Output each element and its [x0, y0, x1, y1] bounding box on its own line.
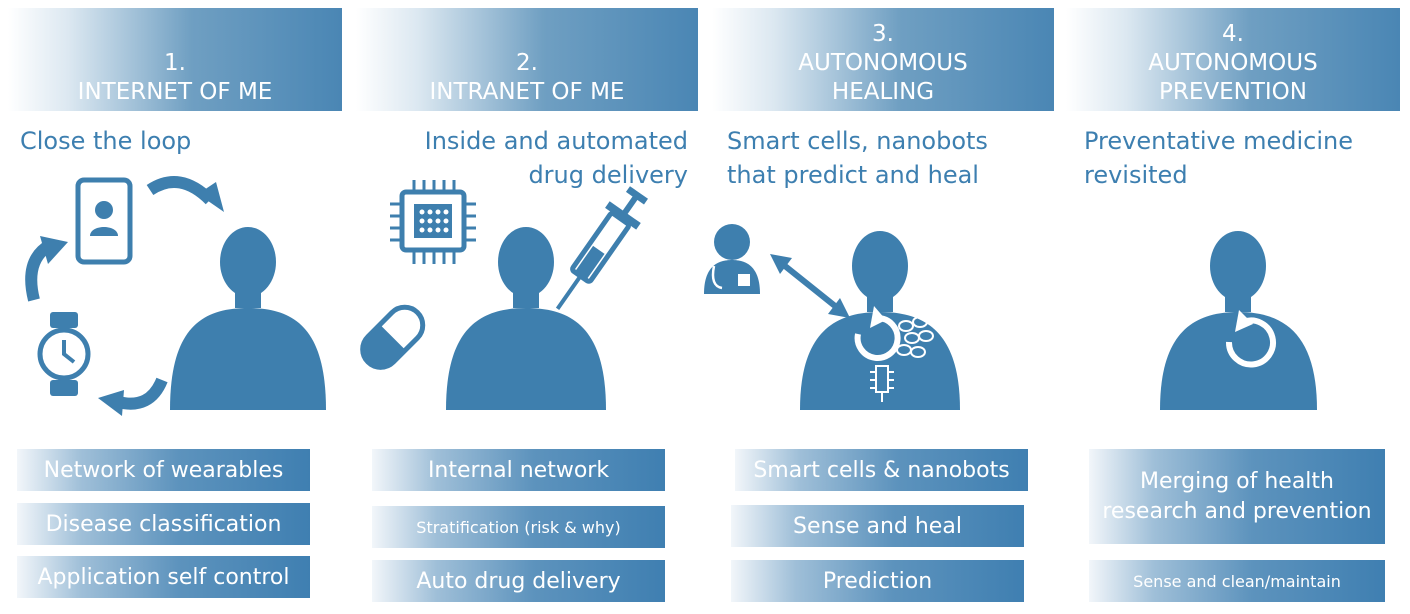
column-4-title: AUTONOMOUS PREVENTION: [1148, 50, 1318, 105]
column-1-title: INTERNET OF ME: [77, 79, 273, 105]
microchip-icon: [390, 180, 476, 264]
column-4-item-1: Merging of health research and preventio…: [1089, 449, 1385, 544]
smart-cells-icon: [896, 316, 934, 358]
column-4-header: 4. AUTONOMOUS PREVENTION: [1066, 8, 1400, 111]
column-2-number: 2.: [516, 50, 538, 76]
column-3-item-1: Smart cells & nanobots: [735, 449, 1028, 491]
column-2-subtitle: Inside and automated drug delivery: [424, 127, 688, 189]
column-2-item-1: Internal network: [372, 449, 665, 491]
column-4-subtitle: Preventative medicine revisited: [1084, 127, 1354, 189]
column-3-item-3: Prediction: [731, 560, 1024, 602]
column-3-subtitle: Smart cells, nanobots that predict and h…: [727, 127, 988, 189]
column-1-subtitle: Close the loop: [20, 127, 192, 155]
smartphone-icon: [75, 177, 133, 265]
human-silhouette-icon: [446, 227, 606, 410]
column-2-title: INTRANET OF ME: [429, 79, 625, 105]
column-3-title: AUTONOMOUS HEALING: [798, 50, 968, 105]
column-1-number: 1.: [164, 50, 186, 76]
column-3-number: 3.: [872, 21, 894, 47]
cycle-arrow-top-icon: [146, 176, 224, 212]
column-1-item-1: Network of wearables: [17, 449, 310, 491]
column-1-item-2: Disease classification: [17, 503, 310, 545]
pill-capsule-icon: [360, 304, 426, 370]
prevention-cycle-icon: [1225, 310, 1276, 368]
column-3-header: 3. AUTONOMOUS HEALING: [712, 8, 1054, 111]
column-2-item-3: Auto drug delivery: [372, 560, 665, 602]
cycle-arrow-left-icon: [25, 236, 68, 302]
column-1-figure: [25, 176, 326, 416]
column-1-item-3: Application self control: [17, 556, 310, 598]
column-3-item-2: Sense and heal: [731, 505, 1024, 547]
column-2-item-2: Stratification (risk & why): [372, 506, 665, 548]
column-4-figure: [1160, 231, 1317, 410]
column-2-header: 2. INTRANET OF ME: [356, 8, 698, 111]
doctor-icon: [704, 224, 760, 294]
healing-cycle-icon: [854, 306, 901, 361]
nanobot-icon: [870, 365, 894, 402]
column-1-header: 1. INTERNET OF ME: [8, 8, 342, 111]
column-4-item-2: Sense and clean/maintain: [1089, 560, 1385, 602]
column-3-figure: [704, 224, 960, 410]
column-4-number: 4.: [1222, 21, 1244, 47]
double-arrow-icon: [770, 254, 850, 318]
human-silhouette-icon: [170, 227, 326, 410]
smartwatch-icon: [37, 312, 91, 396]
column-2-figure: [360, 180, 648, 410]
cycle-arrow-bottom-icon: [98, 377, 168, 416]
syringe-icon: [555, 186, 648, 310]
